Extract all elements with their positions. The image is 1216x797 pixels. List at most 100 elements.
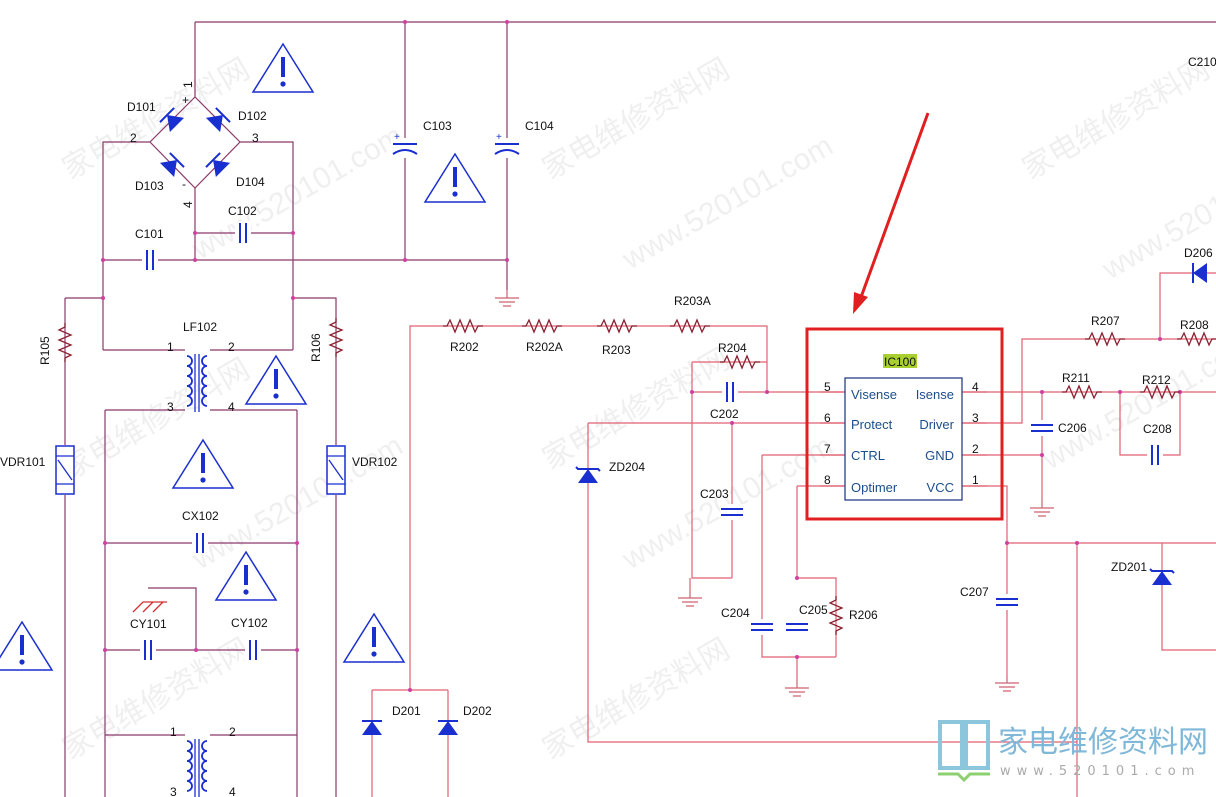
annotation — [805, 112, 1004, 521]
ic-name-highlight — [883, 354, 917, 368]
svg-text:1: 1 — [972, 473, 979, 487]
zener-zd201 — [1149, 568, 1175, 586]
svg-text:C203: C203 — [700, 487, 729, 501]
svg-text:www.520101.com: www.520101.com — [616, 129, 838, 276]
svg-text:ZD201: ZD201 — [1111, 560, 1147, 574]
capacitor-c207 — [994, 593, 1020, 611]
svg-text:家电维修资料网: 家电维修资料网 — [57, 632, 255, 766]
svg-text:3: 3 — [170, 785, 177, 797]
ground-symbol — [494, 289, 520, 307]
ic-name: IC100 — [884, 355, 916, 369]
svg-text:R105: R105 — [38, 336, 52, 365]
svg-text:+: + — [182, 93, 189, 107]
svg-text:C204: C204 — [721, 606, 750, 620]
svg-text:家电维修资料网: 家电维修资料网 — [537, 52, 735, 186]
svg-text:www.520101.com: www.520101.com — [186, 119, 408, 266]
svg-text:R203A: R203A — [674, 294, 711, 308]
zener-zd204 — [575, 466, 601, 484]
svg-text:GND: GND — [925, 448, 954, 463]
svg-text:Driver: Driver — [919, 417, 954, 432]
svg-text:C207: C207 — [960, 585, 989, 599]
ground-symbol — [1029, 499, 1055, 517]
svg-text:3: 3 — [252, 131, 259, 145]
diode-d202 — [437, 720, 459, 736]
warning-icon — [343, 613, 405, 663]
svg-text:2: 2 — [228, 340, 235, 354]
svg-text:Visense: Visense — [851, 387, 897, 402]
svg-text:R203: R203 — [602, 343, 631, 357]
svg-text:家电维修资料网: 家电维修资料网 — [537, 632, 735, 766]
transformer-bottom — [186, 738, 208, 797]
svg-text:C210: C210 — [1188, 55, 1216, 69]
site-logo: 家电维修资料网 www.520101.com — [938, 720, 1208, 783]
svg-text:D102: D102 — [238, 109, 267, 123]
bridge-rectifier: 1 2 3 4 + - — [130, 81, 259, 208]
svg-text:CTRL: CTRL — [851, 448, 885, 463]
svg-text:VDR101: VDR101 — [0, 455, 46, 469]
svg-text:C206: C206 — [1058, 421, 1087, 435]
diode-d201 — [361, 720, 383, 736]
svg-text:-: - — [182, 177, 186, 191]
svg-text:家电维修资料网: 家电维修资料网 — [1017, 52, 1215, 186]
svg-text:CY101: CY101 — [130, 617, 167, 631]
svg-text:C101: C101 — [135, 227, 164, 241]
highlight-box — [805, 327, 1004, 521]
capacitor-c205 — [784, 618, 810, 636]
varistor-vdr102 — [326, 445, 346, 495]
svg-text:2: 2 — [130, 131, 137, 145]
svg-text:2: 2 — [229, 725, 236, 739]
svg-text:5: 5 — [824, 380, 831, 394]
svg-text:C205: C205 — [799, 603, 828, 617]
arrow-head-icon — [853, 292, 868, 314]
component-labels: D101 D102 D103 D104 C102 C101 C103 C104 … — [0, 55, 1216, 797]
warning-icon — [252, 43, 314, 93]
svg-text:1: 1 — [167, 340, 174, 354]
book-logo-icon — [938, 720, 990, 770]
svg-text:8: 8 — [824, 473, 831, 487]
svg-text:C208: C208 — [1143, 422, 1172, 436]
svg-text:D103: D103 — [135, 179, 164, 193]
svg-text:R208: R208 — [1180, 318, 1209, 332]
components — [55, 131, 1216, 797]
svg-text:Optimer: Optimer — [851, 480, 898, 495]
svg-text:R212: R212 — [1142, 373, 1171, 387]
svg-text:VDR102: VDR102 — [352, 455, 398, 469]
svg-text:R204: R204 — [718, 341, 747, 355]
svg-text:D104: D104 — [236, 175, 265, 189]
svg-text:C202: C202 — [710, 407, 739, 421]
svg-text:LF102: LF102 — [183, 320, 217, 334]
svg-text:R202A: R202A — [526, 340, 563, 354]
svg-text:ZD204: ZD204 — [609, 460, 645, 474]
capacitor-c102 — [234, 220, 252, 246]
svg-text:C104: C104 — [525, 119, 554, 133]
svg-text:www.520101.com: www.520101.com — [1096, 139, 1216, 286]
capacitor-c202 — [721, 379, 739, 405]
svg-text:D202: D202 — [463, 704, 492, 718]
svg-text:www.520101.com: www.520101.com — [1000, 764, 1200, 779]
svg-text:Isense: Isense — [916, 387, 954, 402]
warning-icon — [0, 621, 53, 671]
capacitor-c204 — [749, 618, 775, 636]
red-arrow-icon — [858, 112, 930, 301]
svg-text:R206: R206 — [849, 608, 878, 622]
svg-text:C102: C102 — [228, 204, 257, 218]
svg-text:R211: R211 — [1062, 371, 1090, 385]
svg-text:CY102: CY102 — [231, 616, 268, 630]
chassis-ground-icon — [132, 601, 167, 613]
svg-text:4: 4 — [972, 380, 979, 394]
capacitor-c101 — [141, 247, 159, 273]
svg-text:4: 4 — [229, 785, 236, 797]
ic-body — [844, 377, 963, 501]
svg-text:7: 7 — [824, 442, 831, 456]
ic100: IC100 5 6 7 8 Visense Protect CTRL Optim… — [820, 354, 987, 501]
svg-text:3: 3 — [972, 411, 979, 425]
ground-symbol — [677, 589, 703, 607]
svg-text:C103: C103 — [423, 119, 452, 133]
svg-text:CX102: CX102 — [182, 509, 219, 523]
svg-text:4: 4 — [181, 201, 195, 208]
svg-text:1: 1 — [181, 81, 195, 88]
svg-text:D101: D101 — [127, 100, 156, 114]
capacitor-cy101 — [139, 637, 157, 663]
svg-text:R106: R106 — [309, 333, 323, 362]
